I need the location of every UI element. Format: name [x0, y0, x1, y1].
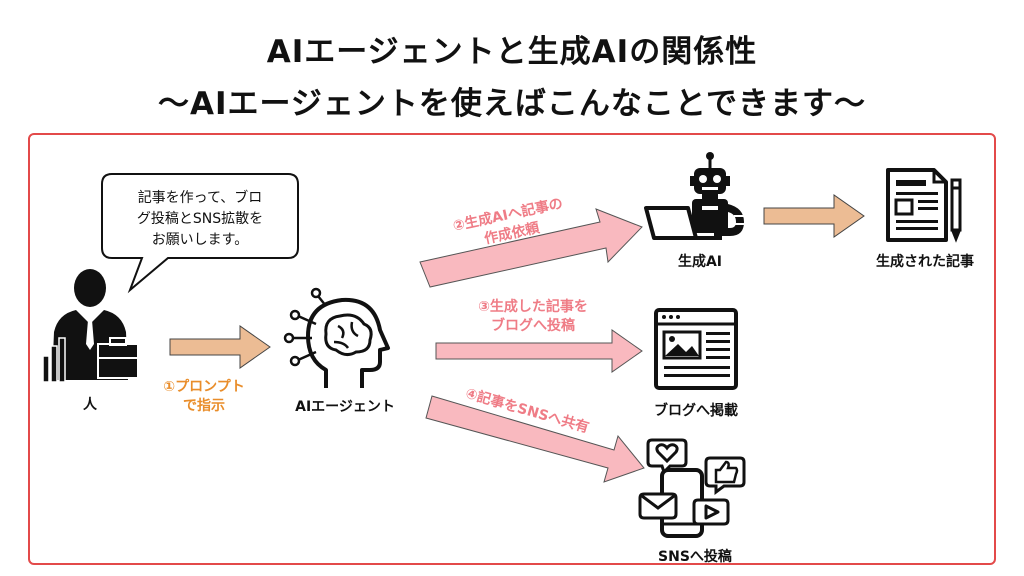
businessman-icon [42, 269, 139, 383]
article-document-icon [886, 168, 962, 243]
diagram-frame [28, 133, 996, 565]
arrow-to-blog [435, 329, 643, 373]
speech-line-1: 記事を作って、ブロ [137, 190, 263, 206]
speech-line-3: お願いします。 [151, 232, 249, 248]
agent-label: AIエージェント [295, 399, 395, 415]
arrow-to-genai [419, 208, 643, 288]
person-label: 人 [83, 397, 97, 413]
genai-label: 生成AI [677, 254, 723, 270]
step-3-line-1: ③生成した記事を [478, 299, 588, 315]
step-3-label: ③生成した記事を ブログへ投稿 [458, 298, 608, 336]
page-title: AIエージェントと生成AIの関係性 [266, 34, 758, 70]
step-1-line-1: ①プロンプト [163, 379, 245, 395]
blog-webpage-icon [654, 308, 738, 390]
sns-social-media-icon [638, 438, 746, 538]
blog-label: ブログへ掲載 [654, 403, 738, 419]
sns-label: SNSへ投稿 [658, 549, 732, 565]
article-label: 生成された記事 [876, 254, 974, 270]
step-1-label: ①プロンプト で指示 [148, 378, 260, 416]
speech-line-2: グ投稿とSNS拡散を [136, 211, 264, 227]
robot-laptop-icon [644, 152, 744, 240]
arrow-to-sns [425, 395, 645, 483]
step-3-line-2: ブログへ投稿 [491, 318, 575, 334]
step-1-line-2: で指示 [183, 398, 225, 414]
ai-brain-head-icon [283, 287, 390, 388]
speech-bubble-text: 記事を作って、ブロ グ投稿とSNS拡散を お願いします。 [105, 188, 295, 251]
page-subtitle: 〜AIエージェントを使えばこんなことできます〜 [158, 86, 866, 122]
